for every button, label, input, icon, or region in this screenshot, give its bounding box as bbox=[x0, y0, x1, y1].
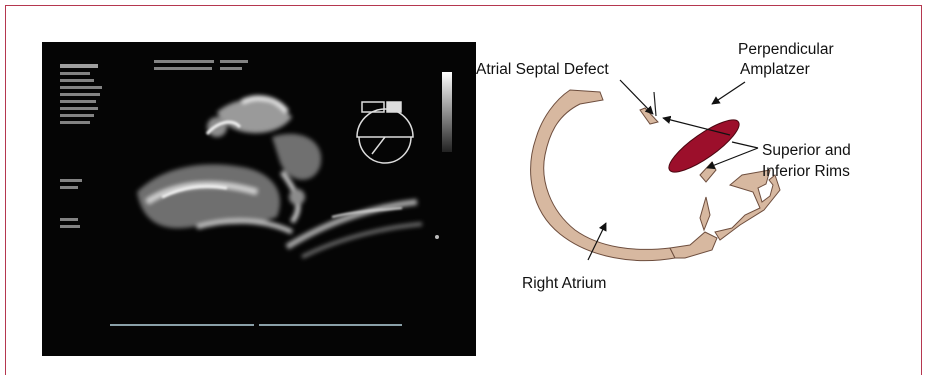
right-atrium-wall bbox=[531, 90, 675, 261]
left-atrium-wall bbox=[715, 170, 780, 240]
atrial-septal-defect-label: Atrial Septal Defect bbox=[476, 61, 609, 78]
superior-and-label: Superior and bbox=[762, 142, 851, 159]
amplatzer-device-ellipse bbox=[663, 112, 746, 180]
inferior-rims-label: Inferior Rims bbox=[762, 163, 850, 180]
right-atrium-label: Right Atrium bbox=[522, 275, 606, 292]
amplatzer-label: Amplatzer bbox=[740, 61, 810, 78]
perpendicular-label: Perpendicular bbox=[738, 41, 834, 58]
grayscale-bar bbox=[442, 72, 452, 152]
right-atrium-wall-lower bbox=[670, 232, 717, 258]
echocardiogram-image bbox=[42, 42, 476, 356]
atrial-diagram: Atrial Septal Defect Perpendicular Ampla… bbox=[470, 20, 920, 340]
